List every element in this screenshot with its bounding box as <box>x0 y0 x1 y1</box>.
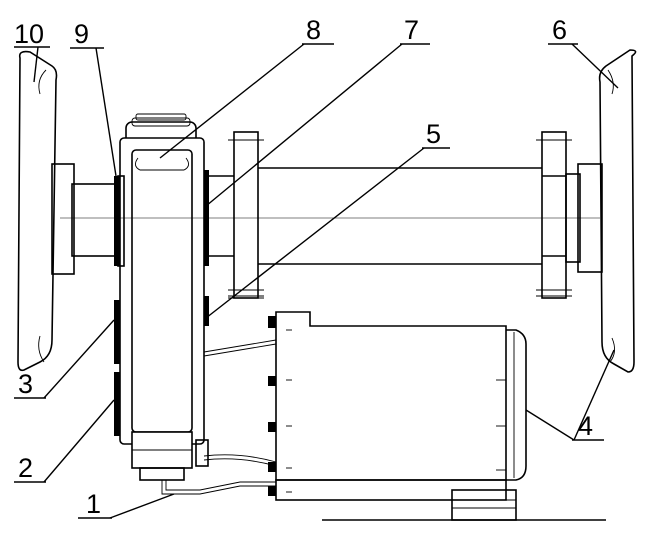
label-2: 2 <box>18 453 33 483</box>
label-5: 5 <box>426 119 441 149</box>
left-wheel-rim <box>17 50 58 372</box>
label-9: 9 <box>74 19 89 49</box>
callout-lines <box>14 43 619 519</box>
label-1: 1 <box>86 489 101 519</box>
electric-motor <box>268 311 527 501</box>
cables <box>161 339 277 495</box>
right-wheel-rim <box>598 49 637 373</box>
label-8: 8 <box>306 15 321 45</box>
motor-mount <box>322 489 606 521</box>
label-6: 6 <box>552 15 567 45</box>
label-4: 4 <box>578 411 593 441</box>
left-wheel-hub <box>51 163 119 275</box>
gearbox-housing <box>119 113 205 481</box>
label-7: 7 <box>404 15 419 45</box>
clutch-plates <box>114 175 125 436</box>
label-3: 3 <box>18 369 33 399</box>
label-10: 10 <box>14 19 44 49</box>
